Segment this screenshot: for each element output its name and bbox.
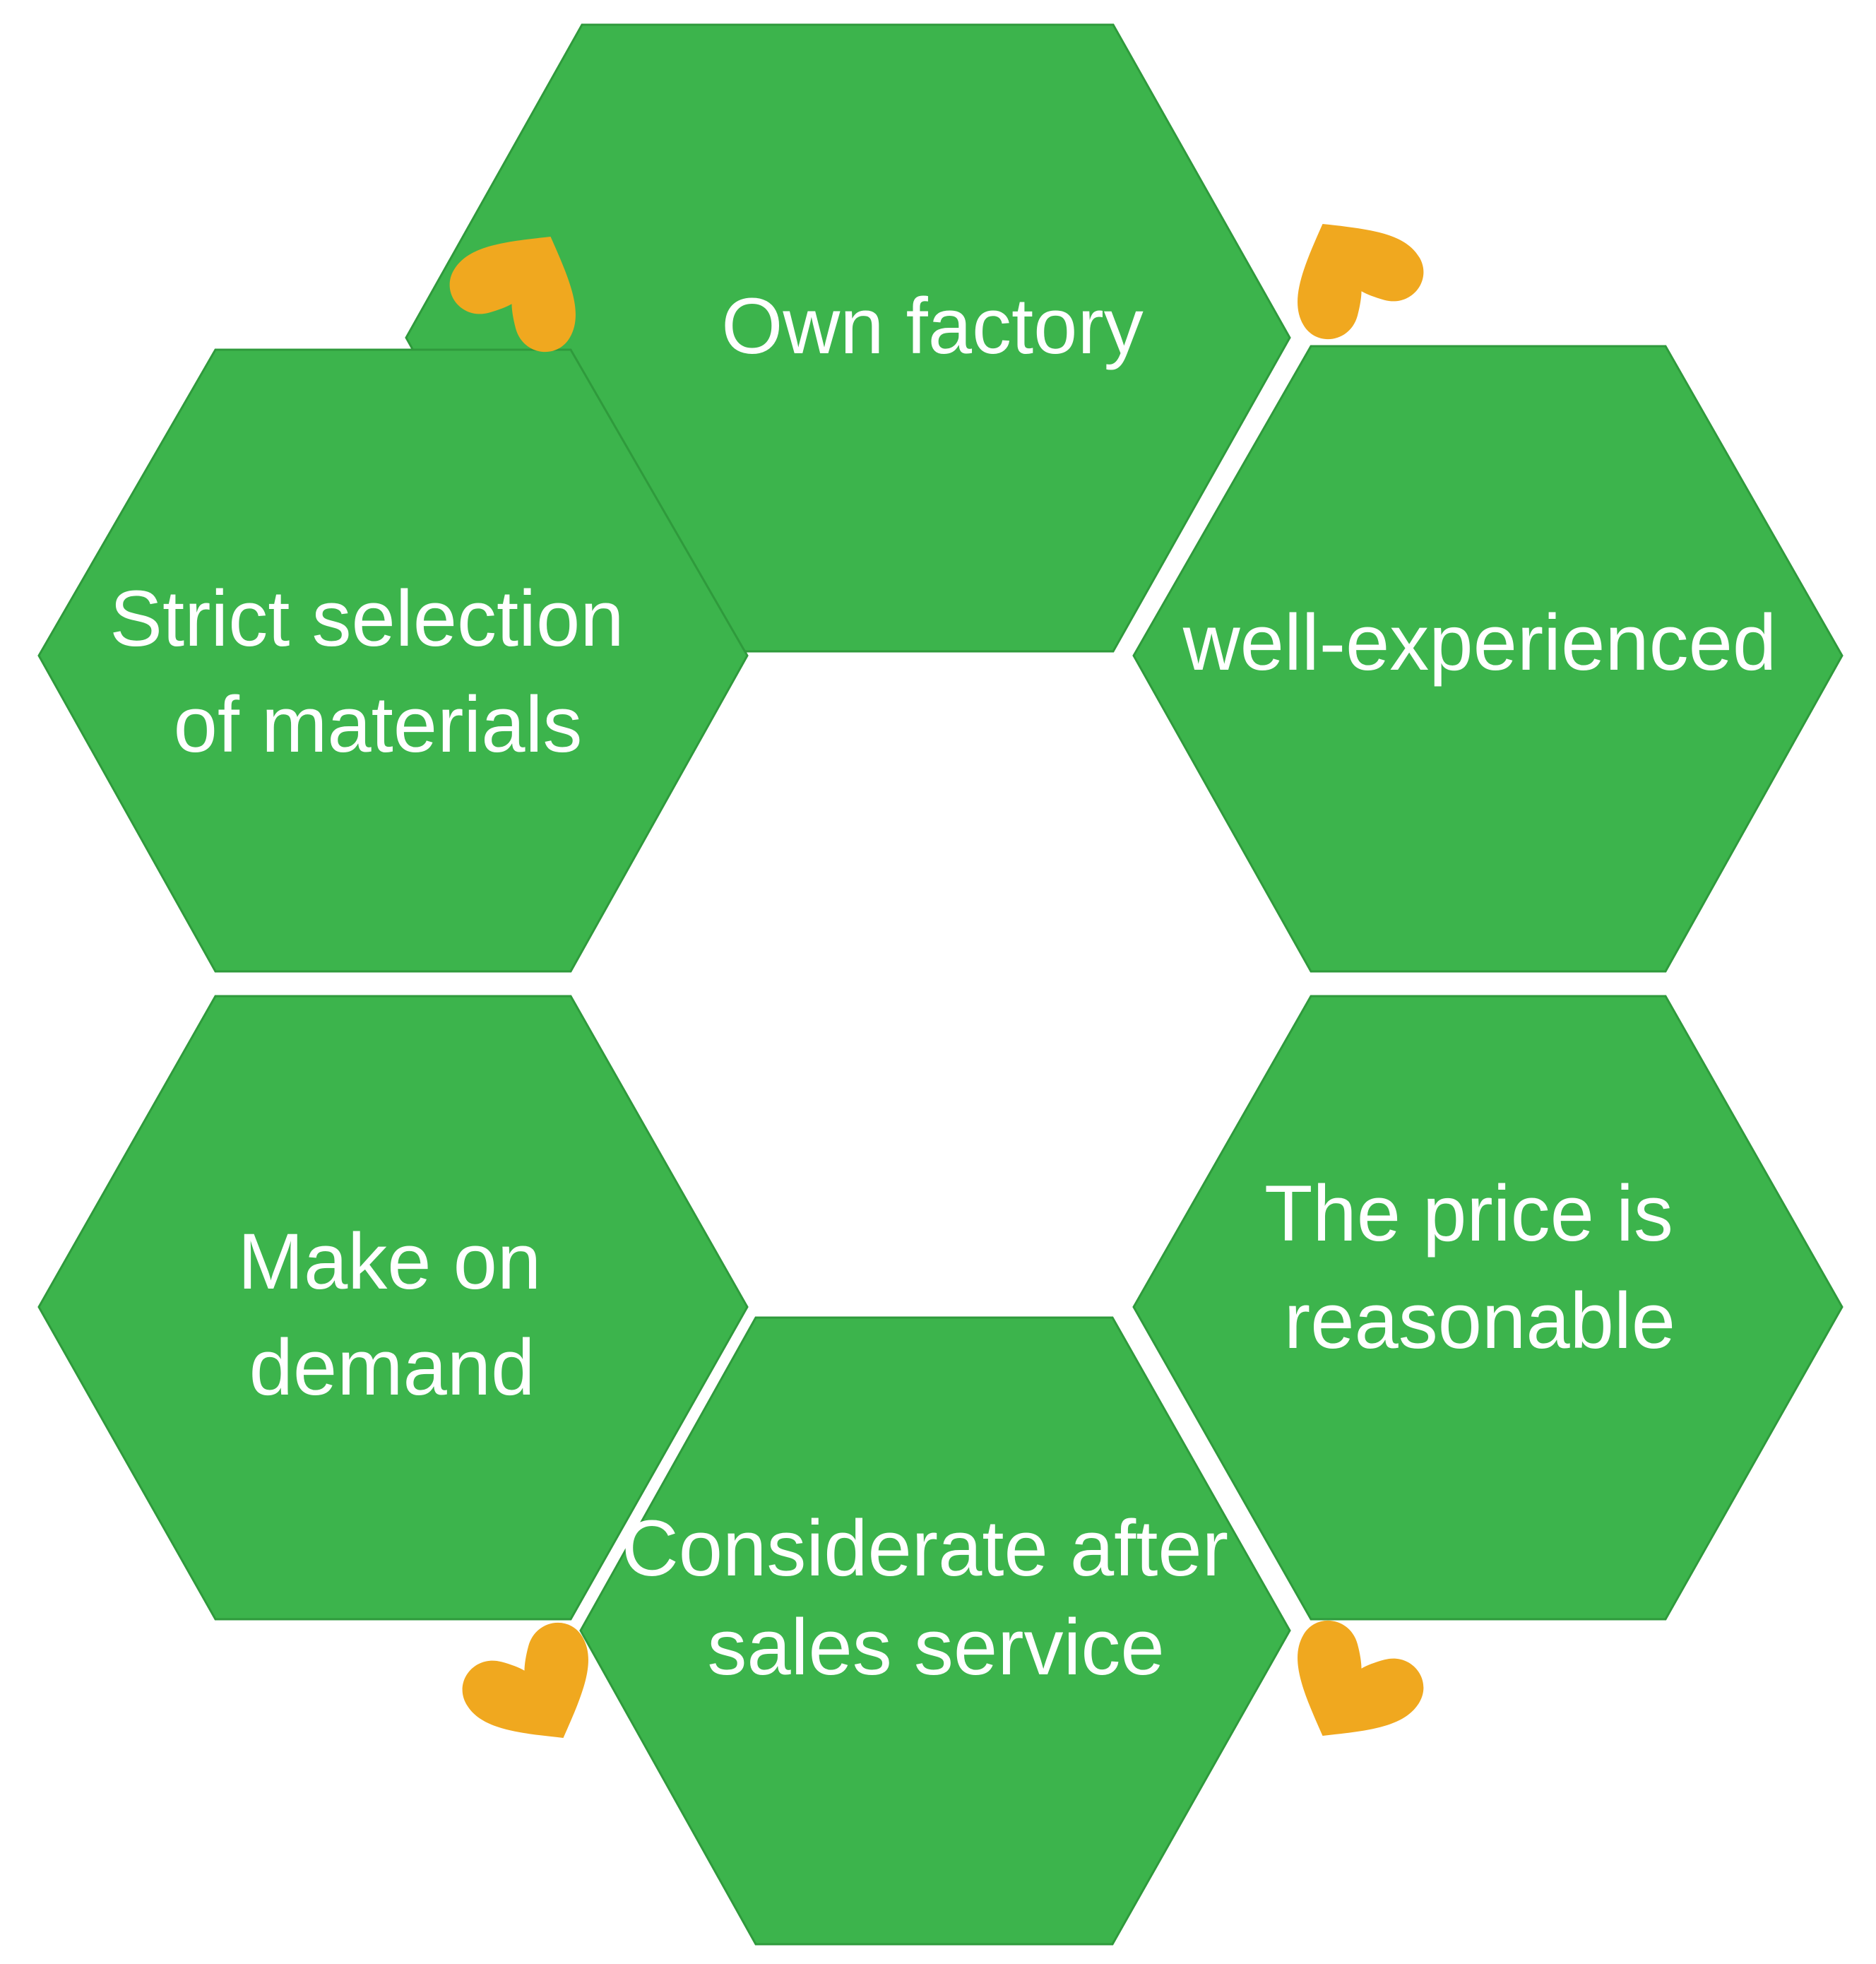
hexagon-label: The price is reasonable	[1264, 1169, 1695, 1365]
hexagon-well-experienced: well-experienced	[1132, 345, 1844, 973]
heart-icon-shape	[1298, 1620, 1424, 1736]
hexagon-label: well-experienced	[1182, 598, 1776, 687]
hexagon-label-line: well-experienced	[1182, 598, 1776, 687]
hexagon-label-line: demand	[249, 1323, 535, 1412]
hexagon-shape	[37, 995, 749, 1621]
heart-icon-shape	[462, 1622, 588, 1738]
hexagon-make-on-demand: Make on demand	[37, 995, 749, 1621]
hexagon-price-reasonable: The price is reasonable	[1132, 995, 1844, 1621]
heart-icon-shape	[1298, 224, 1424, 340]
heart-icon	[462, 1622, 588, 1738]
hexagon-label-line: sales service	[707, 1603, 1164, 1691]
hexagon-label-line: Own factory	[721, 282, 1144, 370]
heart-icon	[1298, 224, 1424, 340]
heart-icon	[449, 237, 576, 353]
hexagon-label-line: Considerate after	[622, 1504, 1228, 1592]
hexagon-label-line: The price is	[1264, 1169, 1673, 1258]
hexagon-label-line: Make on	[238, 1217, 542, 1306]
hexagon-label: Considerate after sales service	[622, 1504, 1250, 1691]
hexagon-after-sales-service: Considerate after sales service	[579, 1316, 1291, 1946]
hexagon-shape	[37, 348, 749, 973]
hexagon-shape	[1132, 345, 1844, 973]
hexagon-label: Make on demand	[238, 1217, 564, 1412]
hexagon-label-line: Strict selection	[109, 574, 624, 663]
hexagon-label-line: reasonable	[1284, 1277, 1675, 1365]
hexagon-label-line: of materials	[174, 680, 583, 769]
hexagon-label: Strict selection of materials	[109, 574, 646, 769]
hexagon-shape	[1132, 995, 1844, 1621]
heart-icon-shape	[449, 237, 576, 353]
hexagon-label: Own factory	[721, 282, 1144, 370]
hexagon-shape	[579, 1316, 1291, 1946]
hexagon-strict-selection: Strict selection of materials	[37, 348, 749, 973]
heart-icon	[1298, 1620, 1424, 1736]
